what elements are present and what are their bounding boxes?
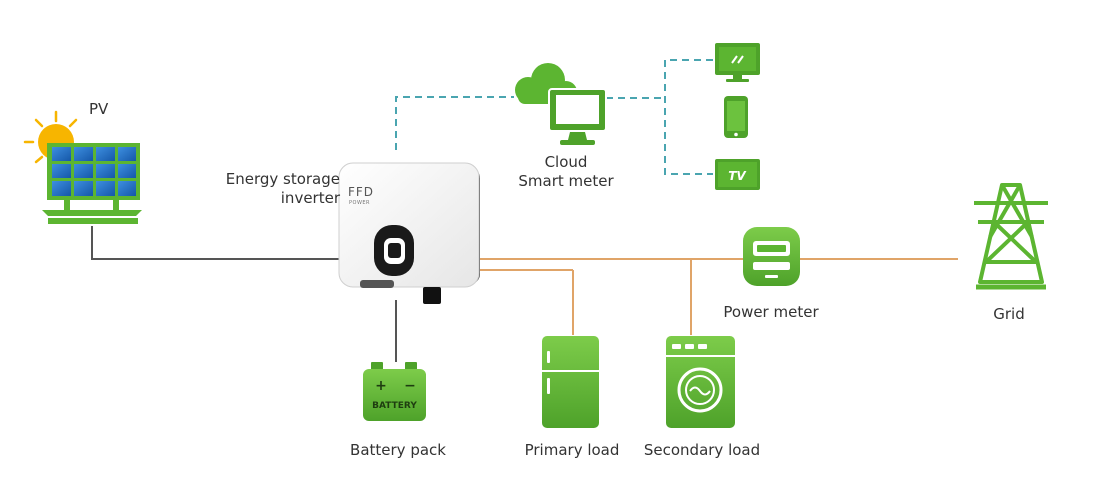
solar-panel-icon xyxy=(42,143,142,224)
secondary-load-label: Secondary load xyxy=(643,441,761,459)
inverter-label: Energy storage inverter xyxy=(200,170,340,208)
desktop-monitor-icon xyxy=(715,43,760,82)
cloud-label-line1: Cloud xyxy=(544,153,588,171)
battery-minus-sign: − xyxy=(404,378,416,394)
battery-pack-label: Battery pack xyxy=(350,441,446,459)
grid-tower-icon xyxy=(974,183,1048,290)
inverter-label-line1: Energy storage xyxy=(225,170,340,188)
tv-icon: TV xyxy=(715,159,760,190)
cloud-label-line2: Smart meter xyxy=(518,172,614,190)
inverter-label-line2: inverter xyxy=(280,189,340,207)
power-meter-label: Power meter xyxy=(723,303,819,321)
inverter-device: FFD POWER xyxy=(338,162,480,304)
tv-label: TV xyxy=(728,169,747,183)
smart-meter-monitor-icon xyxy=(548,88,607,145)
smartphone-icon xyxy=(724,96,748,138)
cloud-smart-meter-label: Cloud Smart meter xyxy=(518,153,613,191)
battery-icon: + − BATTERY xyxy=(363,362,426,421)
data-link-dashed xyxy=(395,59,713,175)
refrigerator-icon xyxy=(542,336,599,428)
inverter-brand-logo: FFD xyxy=(348,185,374,199)
grid-label: Grid xyxy=(993,305,1025,323)
primary-load-label: Primary load xyxy=(524,441,620,459)
inverter-brand-subtitle: POWER xyxy=(349,200,370,206)
pv-cable xyxy=(91,226,342,260)
ac-power-line xyxy=(480,258,958,335)
washing-machine-icon xyxy=(666,336,735,428)
pv-label: PV xyxy=(89,100,109,118)
battery-plus-sign: + xyxy=(375,378,387,394)
power-meter-icon xyxy=(743,227,800,286)
battery-word: BATTERY xyxy=(372,401,417,411)
